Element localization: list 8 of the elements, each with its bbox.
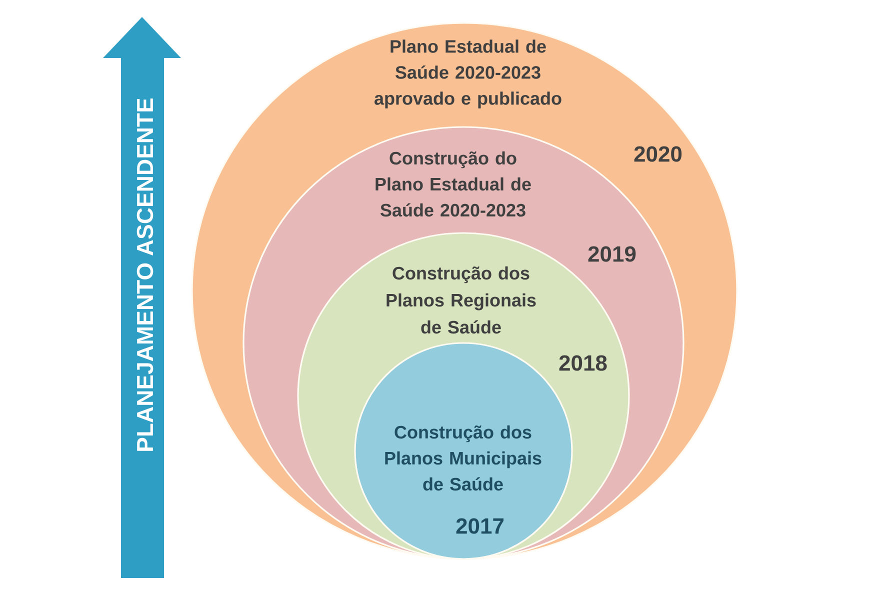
circle-label: Construção dos Planos Regionais de Saúde [386,266,536,334]
circle-label: Plano Estadual de Saúde 2020-2023 aprovado e publicado [374,40,562,108]
year-label: 2018 [559,355,607,371]
circle-label: Construção do Plano Estadual de Saúde 2020-2023 [376,151,531,217]
year-label: 2017 [456,518,504,534]
year-label: 2019 [588,246,636,262]
year-label: 2020 [634,146,682,162]
circle-label: Construção dos Planos Municipais de Saúde [385,425,542,491]
